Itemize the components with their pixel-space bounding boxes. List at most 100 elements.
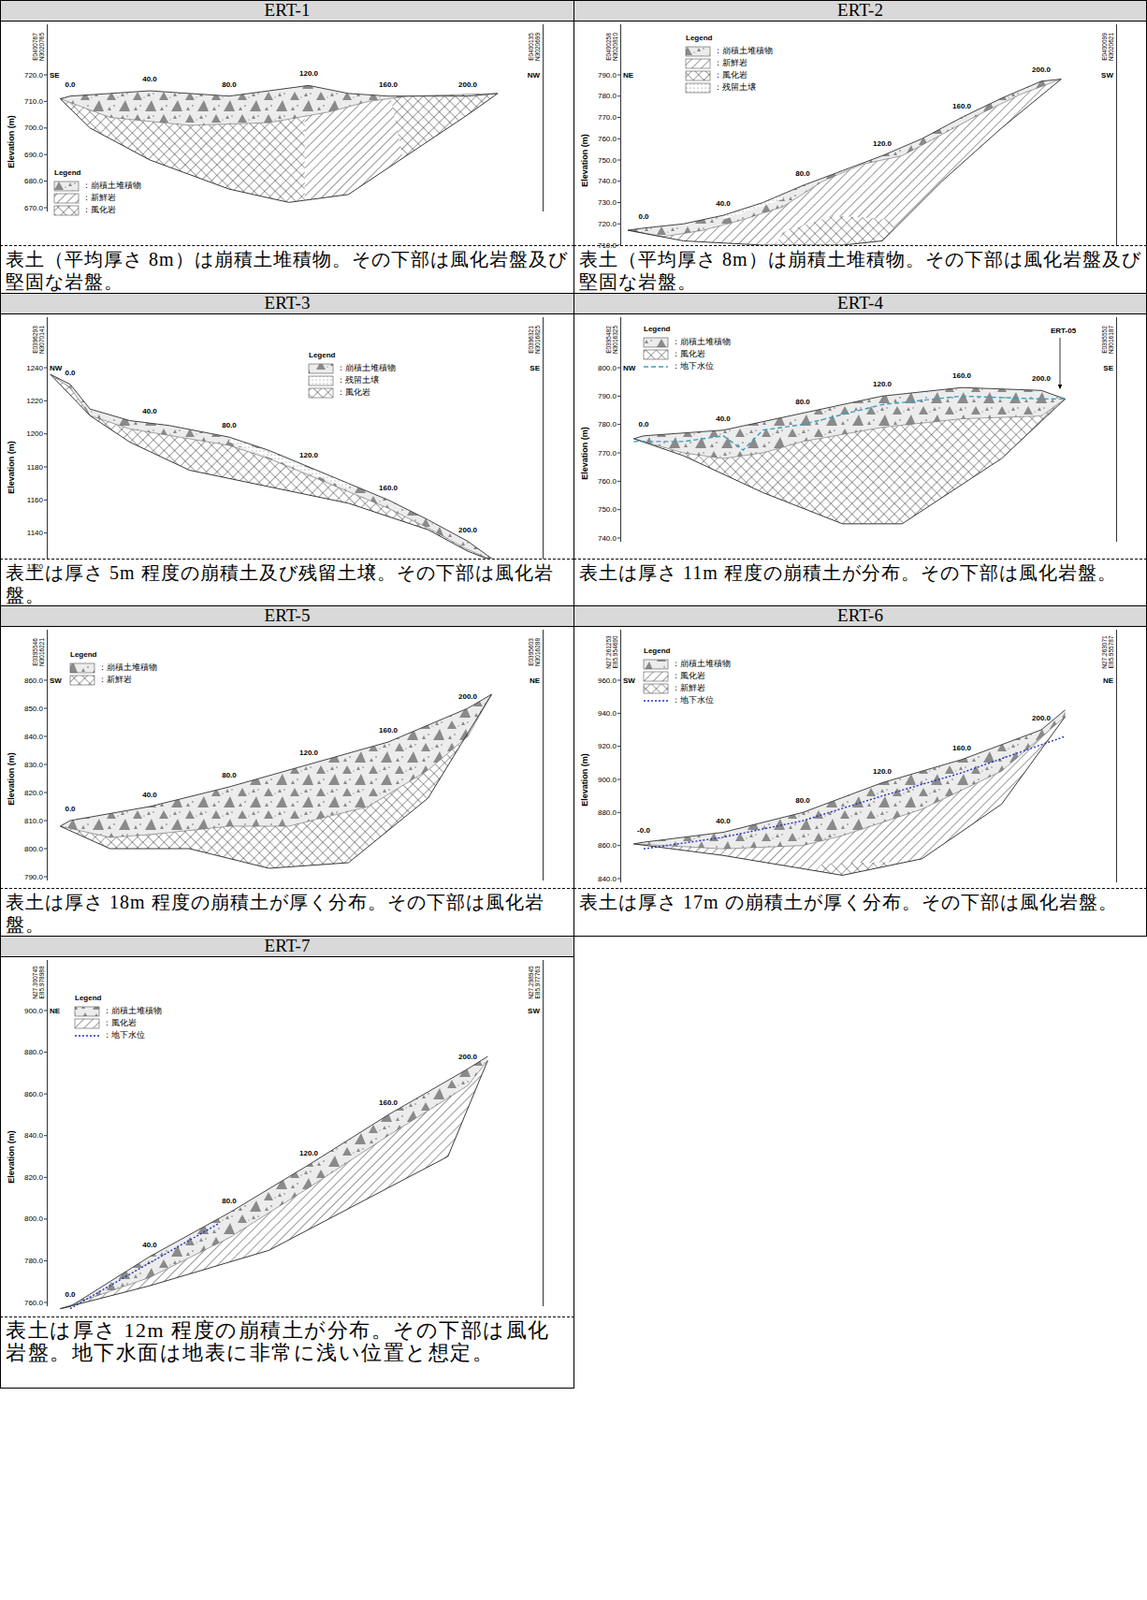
legend-text: ：風化岩	[671, 348, 706, 360]
elevation-tick: 1200	[26, 429, 44, 438]
rock-zone	[304, 85, 419, 234]
legend-swatch	[643, 683, 668, 694]
coordinate-label: E0395482 N3016325	[605, 318, 619, 362]
distance-label: 200.0	[458, 692, 478, 701]
axis-tick	[43, 101, 47, 102]
table-border	[0, 625, 1, 888]
header-cell: ERT-5	[0, 605, 575, 627]
elevation-tick: 1120	[27, 562, 44, 571]
cross-section	[617, 317, 1118, 542]
cell-text: ERT-1	[0, 0, 574, 20]
groundwater-line	[643, 736, 1066, 849]
axis-tick	[617, 779, 621, 781]
legend-swatch	[685, 83, 711, 93]
legend-text: ：地下水位	[671, 361, 714, 372]
layer-boundary	[59, 694, 492, 838]
table-border	[573, 20, 575, 246]
axis-tick	[43, 180, 47, 182]
elevation-tick: 790.0	[24, 872, 44, 882]
direction-label: NE	[49, 1006, 60, 1016]
distance-label: 80.0	[221, 80, 237, 89]
distance-label: 0.0	[638, 420, 649, 429]
legend-sample	[643, 699, 668, 701]
legend-title: Legend	[74, 993, 102, 1002]
elevation-tick: 760.0	[597, 134, 617, 144]
legend-title: Legend	[643, 646, 670, 655]
caption-cell: 表土は厚さ 12m 程度の崩積土が分布。その下部は風化岩盤。地下水面は地表に非常…	[0, 1316, 575, 1389]
distance-label: 160.0	[952, 101, 972, 111]
cell-text: ERT-2	[574, 0, 1147, 20]
header-cell: ERT-1	[0, 0, 575, 22]
distance-label: 160.0	[378, 483, 398, 493]
distance-label: 120.0	[299, 748, 319, 757]
cell-text: ERT-5	[0, 606, 574, 625]
elevation-tick: 800.0	[24, 1214, 44, 1223]
legend-swatch	[70, 663, 95, 673]
axis-tick	[617, 138, 621, 140]
legend-title: Legend	[70, 650, 97, 659]
layer-boundary	[50, 374, 498, 563]
elevation-tick: 710.0	[24, 97, 44, 106]
elevation-tick: 720.0	[24, 71, 44, 80]
station-arrow	[1059, 337, 1061, 389]
legend-text: ：風化岩	[336, 387, 371, 398]
axis-tick	[617, 423, 621, 425]
elevation-tick: 750.0	[597, 505, 617, 514]
cell-text: ERT-7	[0, 936, 574, 956]
cross-section	[617, 629, 1118, 896]
axis-line	[46, 959, 48, 1307]
legend-swatch	[74, 1018, 100, 1029]
distance-label: 160.0	[378, 725, 398, 735]
table-border	[573, 625, 575, 888]
axis-tick	[43, 1218, 47, 1220]
axis-line	[542, 317, 544, 570]
colluvium-layer	[59, 85, 498, 126]
axis-tick	[617, 74, 621, 76]
cell-text: ERT-6	[574, 606, 1147, 625]
axis-line	[46, 24, 48, 212]
axis-tick	[43, 499, 47, 501]
axis-line	[620, 317, 622, 542]
axis-tick	[617, 680, 621, 682]
table-border	[573, 956, 575, 1317]
elevation-tick: 810.0	[24, 816, 44, 826]
legend-sample	[643, 365, 668, 367]
direction-label: NE	[529, 676, 540, 685]
legend-swatch	[54, 181, 79, 191]
direction-label: NW	[49, 363, 62, 373]
axis-tick	[617, 812, 621, 814]
axis-line	[1116, 317, 1118, 542]
layer-boundary	[627, 79, 1061, 237]
table-border	[0, 20, 1, 246]
axis-title: Elevation (m)	[580, 133, 589, 188]
distance-label: 200.0	[458, 1052, 478, 1061]
rock-layer	[59, 694, 492, 869]
coordinate-label: E0395552 N3016187	[1101, 318, 1115, 362]
layer-boundary	[59, 93, 498, 126]
legend-text: ：残留土壌	[713, 82, 756, 93]
groundwater-line	[633, 395, 1065, 451]
distance-label: 160.0	[952, 371, 972, 380]
axis-tick	[43, 1010, 47, 1012]
colluvium-layer	[633, 710, 1065, 849]
elevation-tick: 780.0	[24, 1256, 44, 1265]
legend-text: ：風化岩	[671, 670, 706, 682]
legend-swatch	[308, 376, 334, 386]
table-border	[1146, 20, 1147, 246]
elevation-tick: 780.0	[597, 420, 617, 429]
cross-section	[43, 629, 544, 881]
axis-tick	[617, 95, 621, 97]
ground-surface	[59, 85, 498, 99]
axis-tick	[43, 433, 47, 435]
distance-label: 200.0	[458, 525, 478, 535]
elevation-tick: 820.0	[24, 1173, 44, 1182]
elevation-tick: 880.0	[24, 1047, 44, 1057]
table-border	[0, 313, 1, 559]
legend-text: ：風化岩	[102, 1017, 137, 1029]
legend-title: Legend	[685, 33, 712, 43]
axis-tick	[617, 395, 621, 397]
ground-surface	[633, 710, 1065, 844]
caption-cell: 表土は厚さ 5m 程度の崩積土及び残留土壌。その下部は風化岩盤。	[0, 558, 575, 607]
cell-text: 表土は厚さ 12m 程度の崩積土が分布。その下部は風化岩盤。地下水面は地表に非常…	[5, 1319, 569, 1365]
header-cell: ERT-3	[0, 292, 575, 315]
